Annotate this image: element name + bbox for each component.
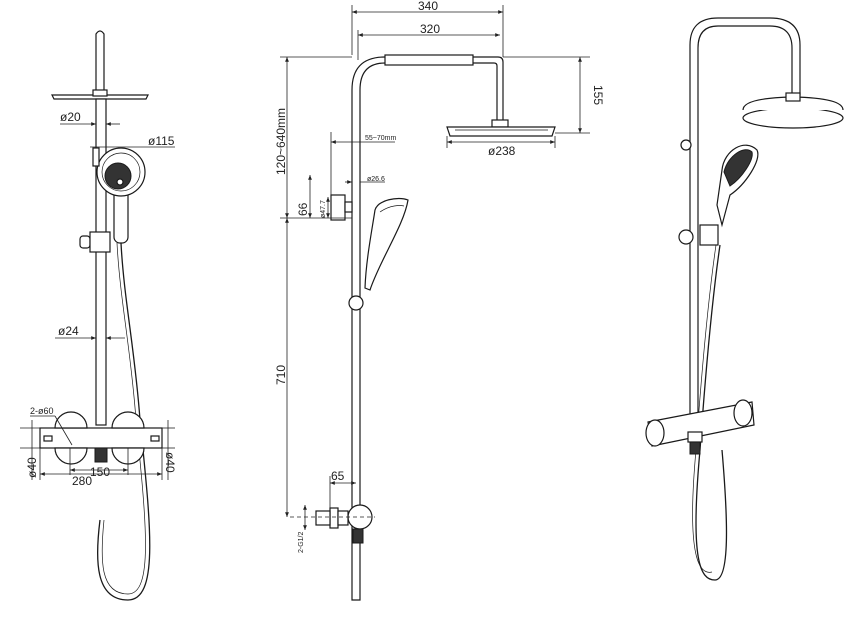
side-view: 340 320 155 ø238 120~640mm 55~70mm ø26.6… — [274, 0, 605, 601]
shower-rail — [95, 98, 107, 426]
dim-hand-shower-diameter: ø115 — [148, 134, 175, 148]
dim-wall-offset: 65 — [331, 469, 345, 483]
dim-total-reach: 340 — [418, 0, 438, 13]
dim-height-adjust: 120~640mm — [274, 108, 288, 175]
shower-rail-and-arm — [689, 17, 801, 421]
wall-bracket — [680, 139, 692, 151]
perspective-view — [645, 17, 844, 581]
overhead-shower-head — [446, 126, 556, 137]
slider-knob — [79, 235, 91, 249]
dim-head-drop: 155 — [591, 85, 605, 105]
overhead-shower-head — [742, 107, 844, 129]
hose — [96, 242, 151, 601]
slider-knob — [348, 295, 364, 311]
dim-head-diameter: ø238 — [488, 144, 516, 158]
dim-bracket-base-diameter: ø47.7 — [320, 200, 327, 218]
front-view: ø20 ø115 ø24 2-ø60 ø40 ø40 150 280 — [20, 30, 177, 601]
dim-rail-diameter: ø24 — [58, 324, 79, 338]
overhead-shower-head — [51, 94, 149, 100]
dim-bracket-height: 66 — [296, 202, 310, 216]
dim-arm-reach: 320 — [420, 22, 440, 36]
wall-bracket — [330, 194, 346, 221]
dim-left-end-diameter: ø40 — [25, 457, 39, 478]
dim-right-end-diameter: ø40 — [163, 452, 177, 473]
dim-inlet-spacing: 150 — [90, 465, 110, 479]
hand-shower — [364, 197, 409, 291]
hand-shower — [92, 147, 146, 244]
dim-rail-height: 710 — [274, 365, 288, 385]
dim-bracket-diameter: ø26.6 — [367, 176, 385, 183]
shower-arm — [95, 30, 105, 96]
slider — [699, 224, 719, 246]
dim-arm-diameter: ø20 — [60, 110, 81, 124]
thermostatic-mixer — [645, 399, 755, 455]
dim-mixer-width: 280 — [72, 474, 92, 488]
slider-knob — [678, 229, 694, 245]
hose — [695, 244, 728, 581]
dim-inlets: 2-G1/2 — [298, 531, 305, 553]
dim-knobs: 2-ø60 — [30, 406, 54, 416]
dim-bracket-range: 55~70mm — [365, 135, 396, 142]
slider — [89, 231, 111, 253]
